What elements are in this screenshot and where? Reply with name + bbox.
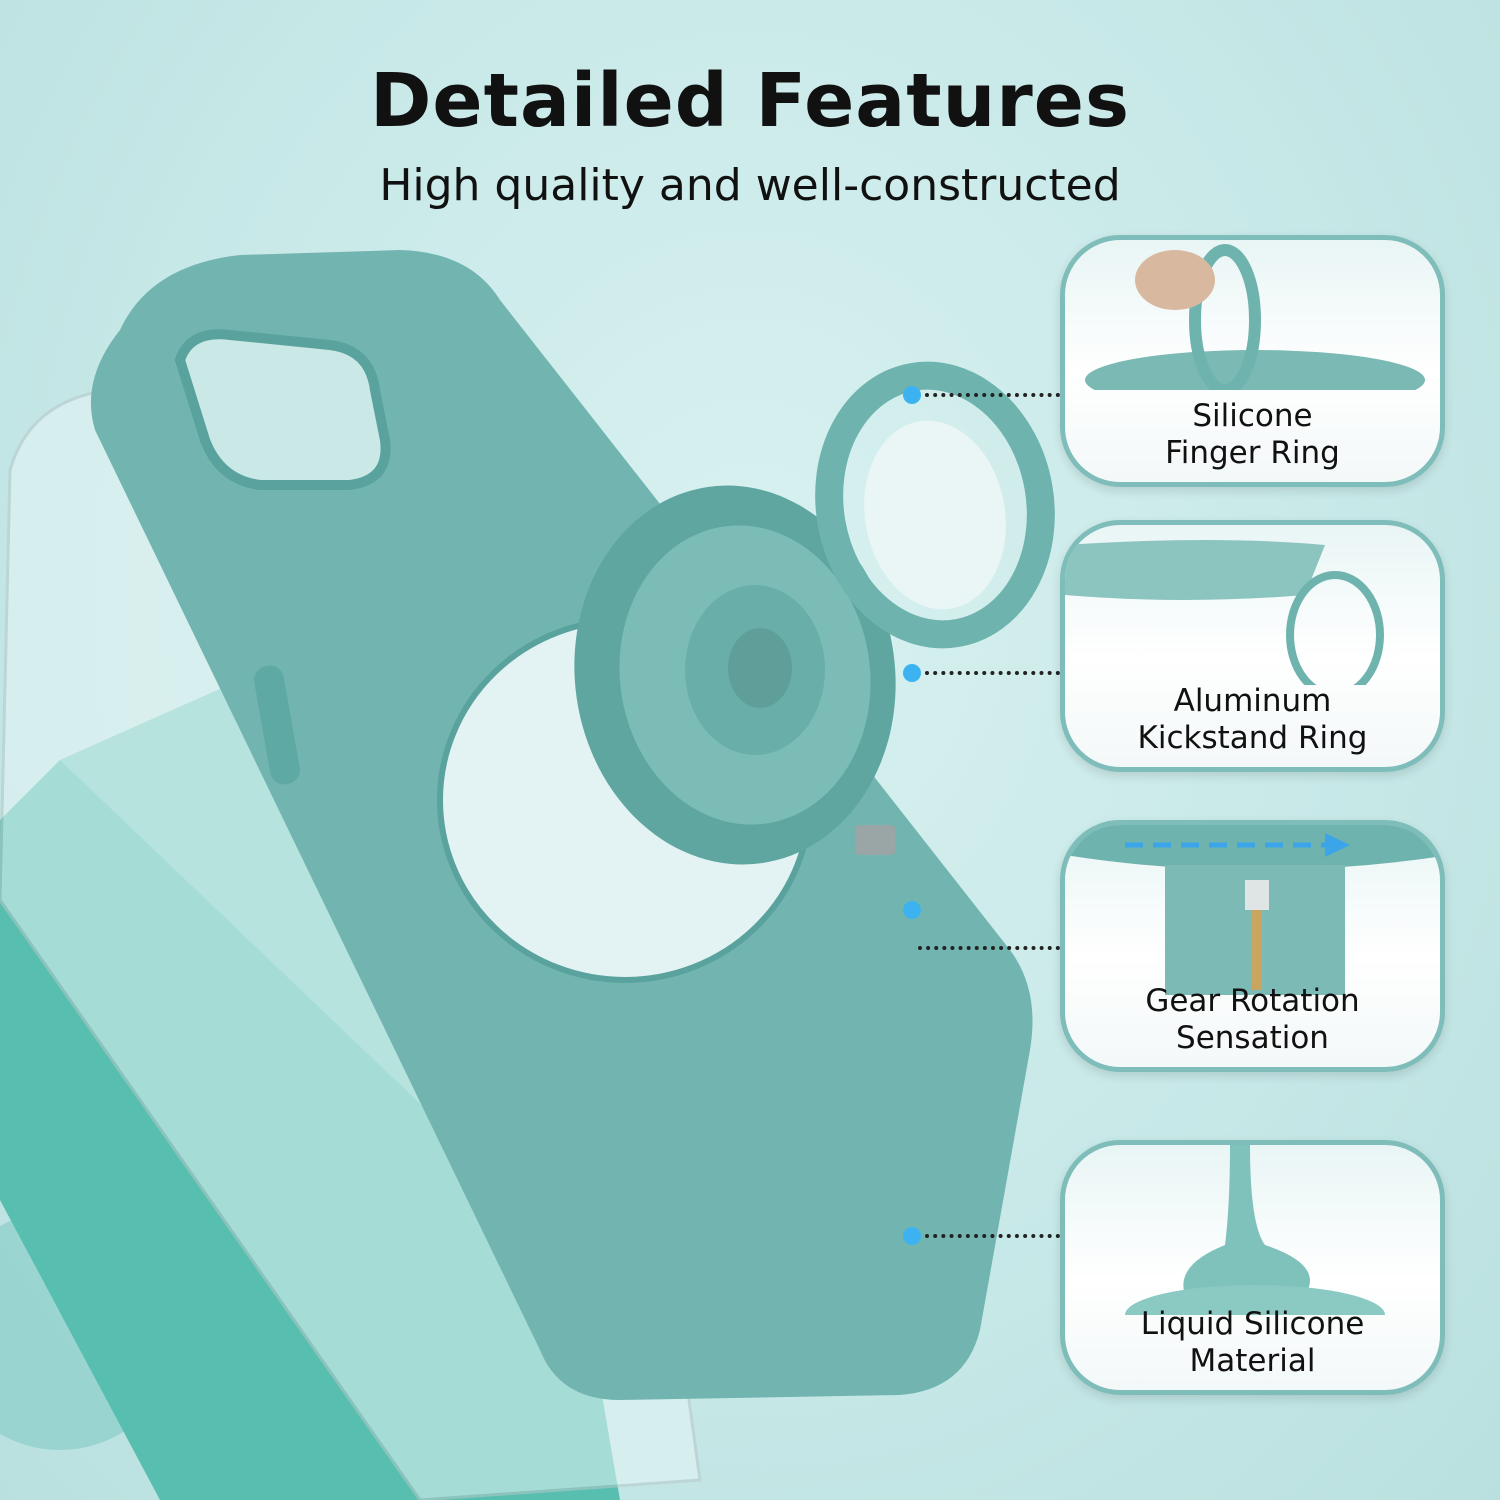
callout-line bbox=[925, 1234, 1060, 1238]
camera-cutout bbox=[174, 329, 391, 490]
callout-line bbox=[918, 946, 1060, 950]
callout-dot bbox=[903, 664, 921, 682]
hinge bbox=[855, 825, 895, 855]
feature-label-line2: Kickstand Ring bbox=[1137, 720, 1368, 756]
callout-dot bbox=[903, 901, 921, 919]
finger-ring bbox=[815, 361, 1055, 649]
finger-ring-photo bbox=[1065, 240, 1440, 410]
page-title: Detailed Features bbox=[369, 58, 1131, 144]
feature-label-line2: Sensation bbox=[1176, 1020, 1329, 1056]
feature-label-line1: Liquid Silicone bbox=[1140, 1306, 1365, 1342]
gear-rotation-photo bbox=[1065, 825, 1440, 995]
liquid-silicone-photo bbox=[1065, 1145, 1440, 1345]
callout-dot bbox=[903, 386, 921, 404]
kickstand-photo bbox=[1065, 525, 1440, 699]
feature-label-line2: Finger Ring bbox=[1165, 435, 1340, 471]
feature-label-line2: Material bbox=[1189, 1343, 1316, 1379]
page-subtitle: High quality and well-constructed bbox=[379, 160, 1121, 211]
feature-label-line1: Gear Rotation bbox=[1145, 983, 1360, 1019]
callout-line bbox=[925, 393, 1060, 397]
callout-line bbox=[925, 671, 1060, 675]
callout-dot bbox=[903, 1227, 921, 1245]
feature-label-line1: Aluminum bbox=[1173, 683, 1332, 719]
feature-label-line1: Silicone bbox=[1192, 398, 1313, 434]
side-button bbox=[254, 665, 300, 785]
